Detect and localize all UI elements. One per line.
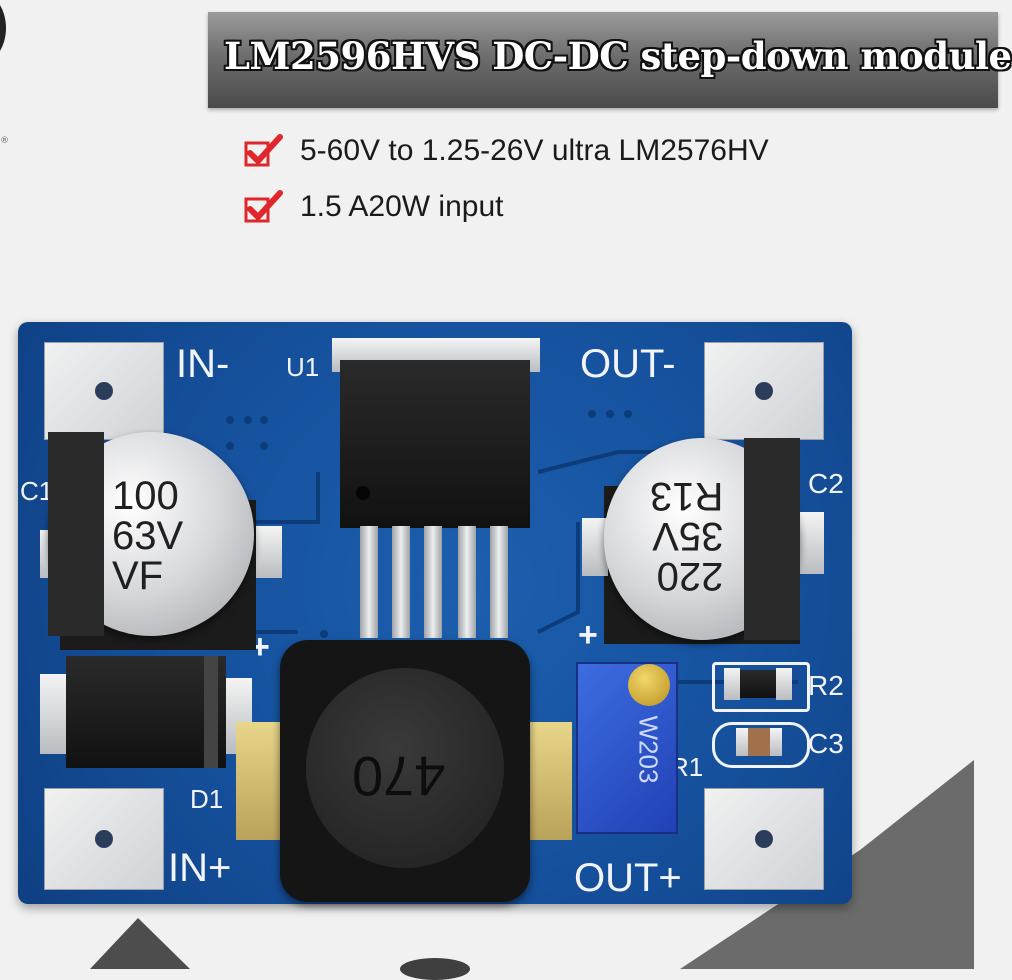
checkbox-checked-icon [244,134,283,167]
terminal-pad-in-minus [44,342,164,440]
banner-title: LM2596HVS DC-DC step-down module [224,34,1012,78]
chip-lead [490,526,508,638]
inductor-pad [528,722,572,840]
capacitor-c3 [748,728,770,756]
feature-item-2: 1.5 A20W input [244,190,503,224]
c3-terminal [770,728,782,756]
trimmer-marking: W203 [633,715,664,784]
feature-item-1: 5-60V to 1.25-26V ultra LM2576HV [244,134,769,168]
background-shadow-shape [90,918,190,969]
cap-lead-c1 [256,526,282,578]
resistor-r2 [740,670,776,698]
r2-terminal [724,668,740,700]
label-c2: C2 [808,468,844,499]
label-r2: R2 [808,670,844,701]
inductor-marking: 470 [352,745,446,808]
label-out-minus: OUT- [580,342,676,386]
feature-text: 5-60V to 1.25-26V ultra LM2576HV [300,134,769,167]
label-plus-right: + [578,616,598,654]
background-shadow-shape [680,760,974,969]
chip-pin1-dot [356,486,370,500]
title-banner [208,12,998,108]
cap-lead-c2 [582,518,608,576]
background-shadow-blob [400,958,470,980]
terminal-pad-out-plus [704,788,824,890]
diode-cathode-band [204,656,218,768]
inductor-pad [236,722,284,840]
chip-lead [458,526,476,638]
capacitor-c2 [604,438,800,640]
inductor-core [306,668,504,868]
c3-outline [712,722,810,768]
regulator-chip [340,360,530,528]
r2-terminal [776,668,792,700]
r2-outline [712,662,810,712]
label-in-plus: IN+ [168,846,232,890]
cap-c1-marking: 100 63V VF [112,474,184,598]
cap-c2-marking: 220 35V R13 [650,474,724,598]
label-d1: D1 [190,784,224,814]
label-in-minus: IN- [176,342,230,386]
feature-text: 1.5 A20W input [300,190,504,223]
diode-d1 [66,656,226,768]
chip-lead [424,526,442,638]
capacitor-c1 [48,432,254,636]
label-u1: U1 [286,352,320,382]
label-c3: C3 [808,728,844,759]
terminal-pad-in-plus [44,788,164,890]
label-out-plus: OUT+ [574,856,682,900]
label-c1: C1 [20,476,54,506]
chip-lead [392,526,410,638]
checkbox-checked-icon [244,190,283,223]
registered-mark: ® [0,136,9,146]
terminal-pad-out-minus [704,342,824,440]
chip-lead [360,526,378,638]
c3-terminal [736,728,748,756]
logo-fragment [0,0,6,64]
cap-lead-c2 [800,512,824,574]
trimmer-adjust-screw[interactable] [628,664,670,706]
